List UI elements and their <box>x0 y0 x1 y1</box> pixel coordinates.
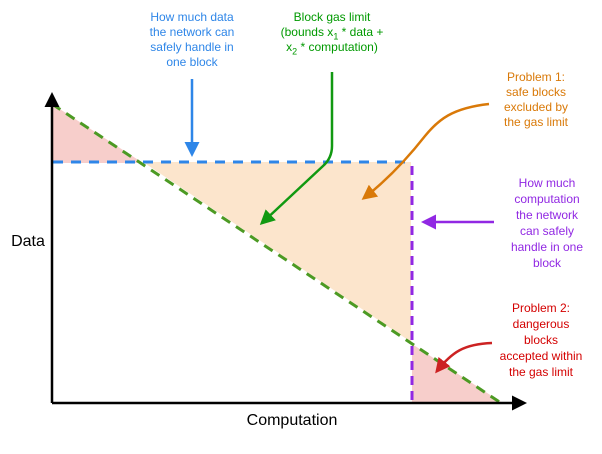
computation-capacity-label-line: How much <box>518 176 576 190</box>
data-capacity-label-line: safely handle in <box>150 40 234 54</box>
computation-capacity-label-line: can safely <box>519 224 575 238</box>
data-capacity-label-line: the network can <box>149 25 235 39</box>
problem1-label-line: safe blocks <box>505 85 567 99</box>
problem2-label-line: the gas limit <box>508 365 574 379</box>
computation-capacity-label-line: handle in one <box>510 240 584 254</box>
computation-capacity-label-line: block <box>532 256 561 270</box>
data-capacity-label-line: one block <box>166 55 218 69</box>
data-capacity-label-line: How much data <box>150 10 234 24</box>
gas-limit-label-line: Block gas limit <box>293 10 371 24</box>
gas-limit-arrow <box>259 72 334 226</box>
problem2-label-line: Problem 2: <box>511 301 571 315</box>
gas-limit-label: Block gas limit (bounds x1 * data + x2 *… <box>258 10 406 57</box>
problem1-arrow <box>361 102 490 200</box>
gas-limit-line <box>51 102 502 405</box>
computation-capacity-label-line: computation <box>514 192 580 206</box>
y-axis-label: Data <box>11 233 45 250</box>
data-capacity-label: How much data the network can safely han… <box>118 10 266 70</box>
problem1-label-line: the gas limit <box>503 115 569 129</box>
x-axis-label: Computation <box>246 412 338 429</box>
problem1-label-line: excluded by <box>503 100 569 114</box>
problem2-label: Problem 2: dangerous blocks accepted wit… <box>479 300 602 380</box>
problem1-label: Problem 1: safe blocks excluded by the g… <box>472 70 600 130</box>
problem1-label-line: Problem 1: <box>506 70 566 84</box>
computation-capacity-label-line: the network <box>515 208 579 222</box>
gas-limit-label-line: (bounds x1 * data + <box>280 25 384 42</box>
gas-limit-label-line: x2 * computation) <box>286 40 378 57</box>
problem2-label-line: dangerous <box>512 317 570 331</box>
problem2-label-line: accepted within <box>499 349 583 363</box>
computation-capacity-label: How much computation the network can saf… <box>486 175 602 271</box>
problem2-arrow <box>435 341 493 374</box>
problem2-label-line: blocks <box>523 333 558 347</box>
safe-excluded-region <box>143 162 411 342</box>
